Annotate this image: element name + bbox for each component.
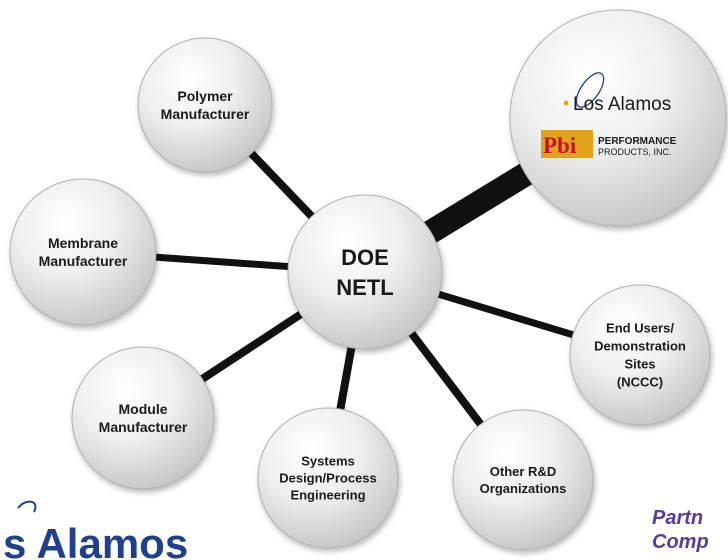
node-label-systems: Systems: [301, 454, 354, 469]
partner-text: Partn Comp: [652, 507, 709, 553]
node-label-end-users: (NCCC): [617, 375, 663, 390]
partner-logos: Los Alamos Pbi PERFORMANCE PRODUCTS, INC…: [541, 72, 677, 158]
node-circle-membrane: [9, 178, 157, 326]
node-doe: DOE NETL: [287, 194, 443, 350]
node-label-doe: NETL: [336, 275, 393, 300]
node-label-end-users: End Users/: [606, 321, 674, 336]
node-label-doe: DOE: [341, 245, 389, 270]
nodes: PolymerManufacturerMembraneManufacturerM…: [9, 9, 727, 551]
los-alamos-logo: Los Alamos: [563, 72, 671, 115]
pbi-mark: Pbi: [543, 133, 577, 158]
bottom-los-alamos-logo: s Alamos: [3, 500, 188, 560]
node-partners-logos: [509, 9, 727, 227]
node-other-rd: Other R&D Organizations: [452, 409, 594, 551]
node-circle-partners-logos: [509, 9, 727, 227]
node-label-other-rd: Other R&D: [490, 464, 556, 479]
node-label-module: Module: [119, 401, 168, 417]
node-label-end-users: Sites: [624, 357, 655, 372]
node-circle-doe: [287, 194, 443, 350]
node-label-membrane: Manufacturer: [39, 253, 128, 269]
pbi-performance-text: PERFORMANCE: [598, 136, 677, 147]
node-circle-other-rd: [452, 409, 594, 551]
bottom-logo-text: s Alamos: [3, 520, 188, 560]
node-label-polymer: Manufacturer: [161, 106, 250, 122]
node-label-other-rd: Organizations: [480, 481, 567, 496]
pbi-products-text: PRODUCTS, INC.: [598, 147, 672, 157]
node-circle-systems: [257, 407, 399, 549]
los-alamos-wordmark: Los Alamos: [573, 94, 671, 115]
node-label-polymer: Polymer: [177, 88, 233, 104]
pbi-logo: Pbi PERFORMANCE PRODUCTS, INC.: [541, 130, 677, 158]
node-label-end-users: Demonstration: [594, 339, 686, 354]
node-label-systems: Engineering: [290, 488, 365, 503]
node-label-systems: Design/Process: [279, 471, 377, 486]
node-label-module: Manufacturer: [99, 419, 188, 435]
node-circle-module: [71, 346, 215, 490]
node-label-membrane: Membrane: [48, 235, 118, 251]
node-circle-polymer: [137, 37, 273, 173]
node-circle-end-users: [569, 284, 711, 426]
